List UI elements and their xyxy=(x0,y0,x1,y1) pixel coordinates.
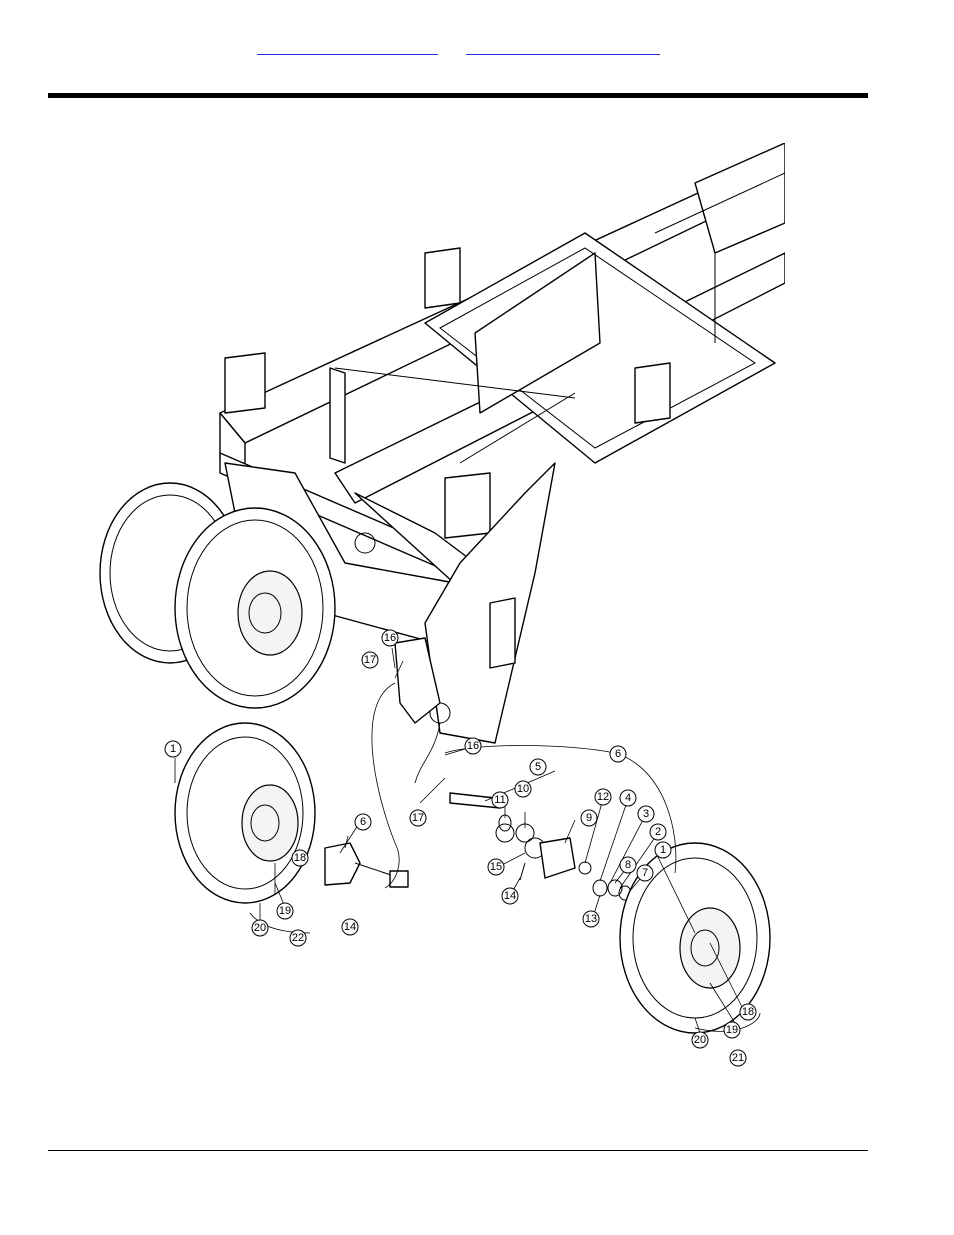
svg-text:17: 17 xyxy=(364,654,376,666)
callout-12: 12 xyxy=(595,789,611,805)
svg-text:19: 19 xyxy=(726,1024,738,1036)
svg-text:18: 18 xyxy=(742,1006,754,1018)
svg-text:6: 6 xyxy=(615,748,621,760)
svg-text:6: 6 xyxy=(360,816,366,828)
svg-text:20: 20 xyxy=(694,1034,706,1046)
callout-19-left: 19 xyxy=(277,903,293,919)
parts-diagram: 1 16 17 6 18 19 20 22 14 16 5 17 11 10 1… xyxy=(95,143,785,1076)
svg-text:5: 5 xyxy=(535,761,541,773)
header-link-1[interactable] xyxy=(257,40,438,55)
svg-text:1: 1 xyxy=(170,743,176,755)
callout-20-right: 20 xyxy=(692,1032,708,1048)
callout-4: 4 xyxy=(620,790,636,806)
hub-spindle-exploded xyxy=(450,793,631,900)
svg-text:4: 4 xyxy=(625,792,631,804)
callout-16-top: 16 xyxy=(382,630,398,646)
svg-text:9: 9 xyxy=(586,812,592,824)
callout-14-right: 14 xyxy=(502,888,518,904)
svg-text:3: 3 xyxy=(643,808,649,820)
exploded-view-illustration: 1 16 17 6 18 19 20 22 14 16 5 17 11 10 1… xyxy=(95,143,785,1076)
svg-text:10: 10 xyxy=(517,783,529,795)
callout-2: 2 xyxy=(650,824,666,840)
svg-text:16: 16 xyxy=(384,632,396,644)
svg-text:20: 20 xyxy=(254,922,266,934)
svg-text:1: 1 xyxy=(660,844,666,856)
svg-text:15: 15 xyxy=(490,861,502,873)
callout-17-top: 17 xyxy=(362,652,378,668)
svg-text:7: 7 xyxy=(642,867,648,879)
callout-11: 11 xyxy=(492,792,508,808)
callout-17-right: 17 xyxy=(410,810,426,826)
callout-1-left: 1 xyxy=(165,741,181,757)
svg-text:12: 12 xyxy=(597,791,609,803)
callout-6-right: 6 xyxy=(610,746,626,762)
svg-text:17: 17 xyxy=(412,812,424,824)
svg-text:21: 21 xyxy=(732,1052,744,1064)
callout-1-right: 1 xyxy=(655,842,671,858)
callout-18-right: 18 xyxy=(740,1004,756,1020)
callout-5: 5 xyxy=(530,759,546,775)
callout-10: 10 xyxy=(515,781,531,797)
callout-21: 21 xyxy=(730,1050,746,1066)
callout-20-left: 20 xyxy=(252,920,268,936)
callout-14-left: 14 xyxy=(342,919,358,935)
svg-text:19: 19 xyxy=(279,905,291,917)
svg-text:14: 14 xyxy=(504,890,516,902)
callout-22: 22 xyxy=(290,930,306,946)
svg-text:22: 22 xyxy=(292,932,304,944)
left-wheel-exploded xyxy=(175,723,408,903)
svg-text:13: 13 xyxy=(585,913,597,925)
svg-text:14: 14 xyxy=(344,921,356,933)
svg-text:8: 8 xyxy=(625,859,631,871)
callout-6-left: 6 xyxy=(355,814,371,830)
svg-text:2: 2 xyxy=(655,826,661,838)
callout-9: 9 xyxy=(581,810,597,826)
svg-text:16: 16 xyxy=(467,740,479,752)
callout-13: 13 xyxy=(583,911,599,927)
callout-8: 8 xyxy=(620,857,636,873)
callout-15: 15 xyxy=(488,859,504,875)
callout-3: 3 xyxy=(638,806,654,822)
callout-7: 7 xyxy=(637,865,653,881)
callout-16-right: 16 xyxy=(465,738,481,754)
footer-rule xyxy=(48,1150,868,1151)
callout-18-left: 18 xyxy=(292,850,308,866)
svg-text:11: 11 xyxy=(494,794,505,806)
callout-19-right: 19 xyxy=(724,1022,740,1038)
svg-text:18: 18 xyxy=(294,852,306,864)
header-rule xyxy=(48,93,868,98)
header-link-2[interactable] xyxy=(466,40,660,55)
